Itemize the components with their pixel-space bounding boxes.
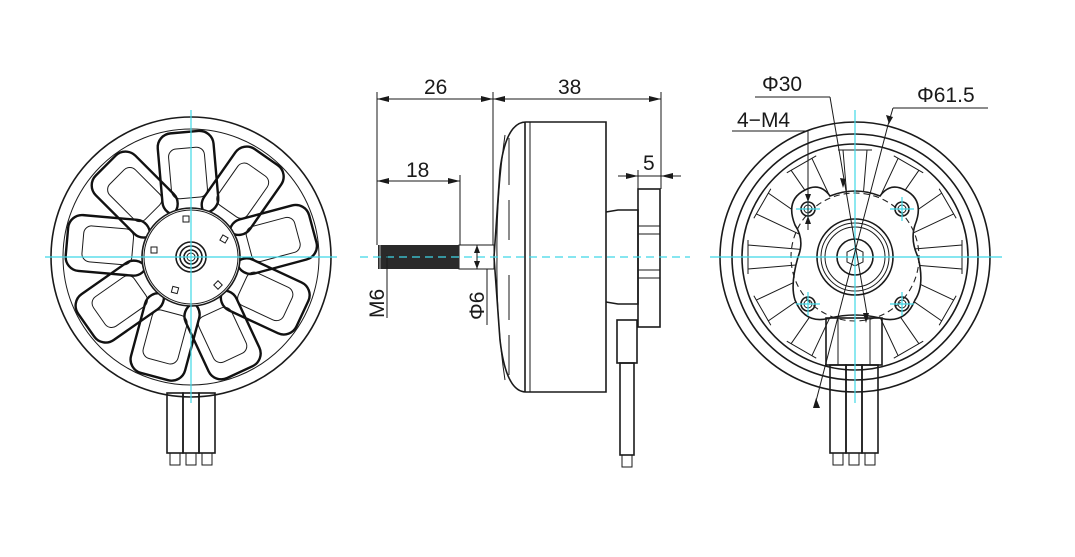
dim-shaft-diameter: Φ6 — [466, 292, 489, 320]
dim-body-length: 38 — [558, 76, 581, 99]
motor-leads-rear — [825, 317, 883, 466]
spoke-openings — [64, 129, 319, 382]
dimension-lines-side — [376, 92, 681, 325]
dim-base-thickness: 5 — [643, 152, 655, 175]
dimension-lines-rear — [732, 96, 988, 408]
dim-mount-holes: 4−M4 — [737, 109, 790, 132]
dim-thread-length: 18 — [406, 159, 429, 182]
dim-shaft-length: 26 — [424, 76, 447, 99]
motor-leads-front — [166, 392, 216, 466]
dim-outer-diameter: Φ61.5 — [917, 84, 975, 107]
base-mount-view — [710, 110, 1002, 466]
dim-mount-hole-circle: Φ30 — [762, 73, 802, 96]
dim-shaft-thread: M6 — [366, 289, 389, 318]
side-view — [360, 121, 690, 468]
rotor-front-view — [45, 110, 337, 466]
